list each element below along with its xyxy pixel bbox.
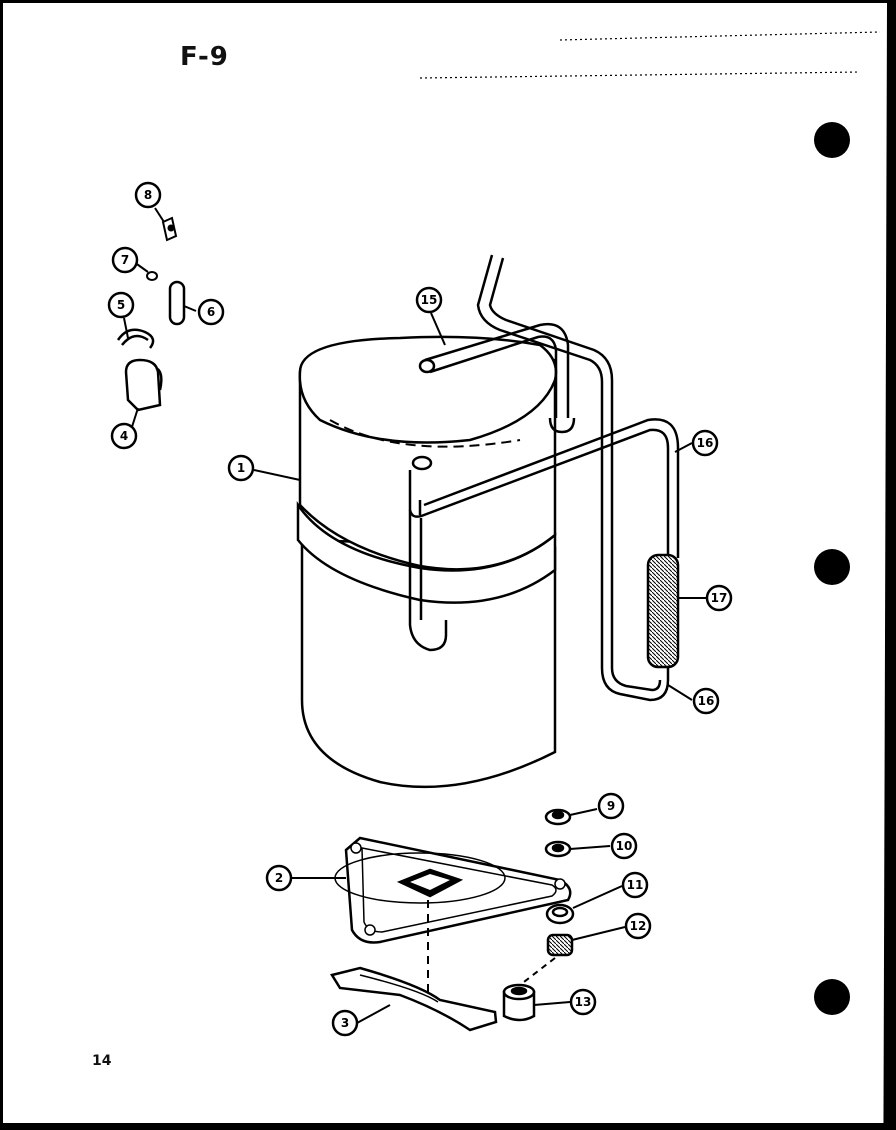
callout-15: 15 [415,286,443,314]
callout-16-lower: 16 [692,687,720,715]
compressor-shell [296,335,558,789]
callout-9: 9 [597,792,625,820]
tube-16-upper [408,418,680,652]
callout-3: 3 [331,1009,359,1037]
svg-text:16: 16 [698,694,715,708]
svg-text:17: 17 [711,591,728,605]
mounting-plate-2 [334,836,572,944]
tube-16-lower [600,667,670,702]
callout-10: 10 [610,832,638,860]
grommet-11 [545,903,575,925]
clip-8 [161,216,178,242]
binder-hole-bottom [814,979,850,1015]
washer-10 [544,840,572,858]
scan-noise-top [419,31,881,79]
svg-text:12: 12 [630,919,647,933]
binder-hole-top [814,122,850,158]
svg-text:16: 16 [697,436,714,450]
spring-to-base-leader [519,957,556,986]
svg-text:6: 6 [207,305,215,319]
svg-text:7: 7 [121,253,129,267]
callout-1: 1 [227,454,255,482]
svg-text:3: 3 [341,1016,349,1030]
callout-4: 4 [110,422,138,450]
callout-11: 11 [621,871,649,899]
tube-upright-fitting [476,254,614,668]
svg-text:8: 8 [144,188,152,202]
nut-7 [146,271,158,281]
base-13 [502,983,536,1022]
callout-7: 7 [111,246,139,274]
callout-2: 2 [265,864,293,892]
svg-text:15: 15 [421,293,438,307]
page-number: 14 [92,1053,112,1069]
spring-12 [546,933,574,957]
figure-title: F-9 [180,42,229,72]
grommet-6 [168,280,186,326]
bracket-3 [330,966,498,1032]
svg-text:4: 4 [120,429,128,443]
callout-6: 6 [197,298,225,326]
svg-text:13: 13 [575,995,592,1009]
nut-9 [544,808,572,826]
callout-5: 5 [107,291,135,319]
tube-15 [418,322,576,434]
svg-text:2: 2 [275,871,283,885]
binder-hole-middle [814,549,850,585]
compressor-hidden-edge [329,419,521,448]
spring-clip-5 [116,328,155,349]
callout-13: 13 [569,988,597,1016]
svg-text:9: 9 [607,799,615,813]
terminal-cover-4 [124,358,163,412]
muffler-17 [646,553,680,669]
svg-text:11: 11 [627,878,644,892]
svg-text:5: 5 [117,298,125,312]
callout-12: 12 [624,912,652,940]
callout-17: 17 [705,584,733,612]
callout-8: 8 [134,181,162,209]
svg-text:1: 1 [237,461,245,475]
callout-16-upper: 16 [691,429,719,457]
svg-text:10: 10 [616,839,633,853]
